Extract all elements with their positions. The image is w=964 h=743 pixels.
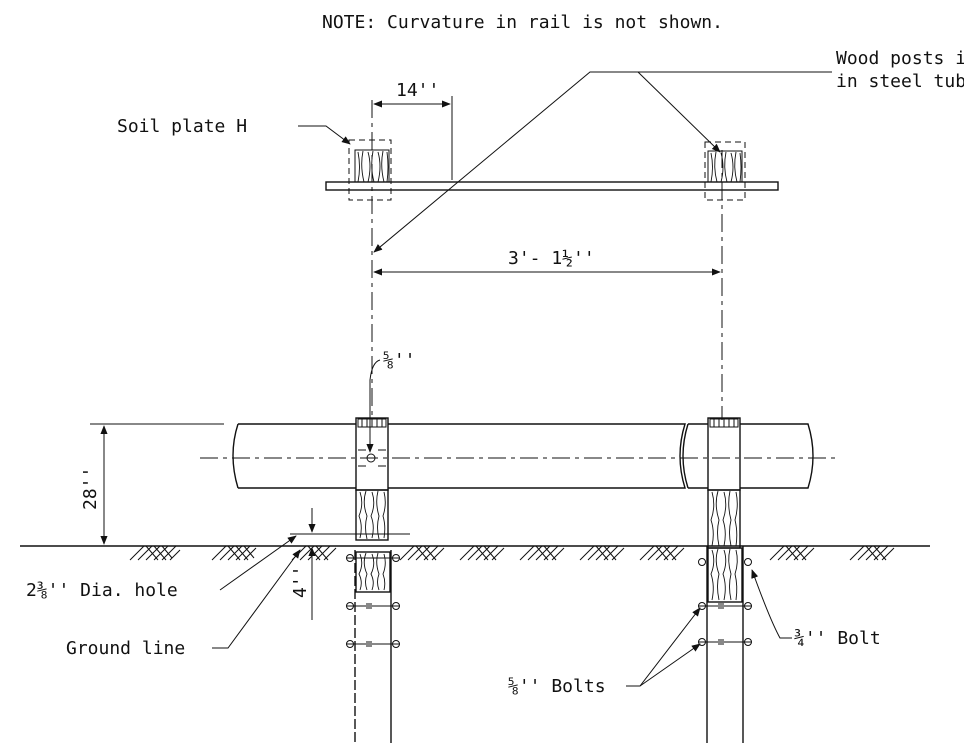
ground-line-label: Ground line xyxy=(66,638,185,659)
ground-hatching xyxy=(129,545,895,561)
note-text: NOTE: Curvature in rail is not shown. xyxy=(322,12,723,33)
rail-height-label: 28'' xyxy=(80,467,101,510)
hole-leader xyxy=(219,535,297,591)
rail-right-segment xyxy=(682,423,814,489)
plate-width-label: 14'' xyxy=(396,80,439,101)
rail-left-segment xyxy=(232,423,356,489)
plan-plate xyxy=(325,181,779,191)
five-eighths-bolts-leader-upper xyxy=(626,607,701,687)
bolt-dia-label: ⅝'' xyxy=(383,350,416,371)
wood-posts-label-line2: in steel tube xyxy=(836,71,964,92)
soil-plate-label: Soil plate H xyxy=(117,116,247,137)
plan-view: 14'' Soil plate H Wood posts inserted in… xyxy=(117,48,964,420)
right-post-elevation xyxy=(698,417,752,743)
depth-label: 4'' xyxy=(290,565,311,598)
left-post-elevation xyxy=(346,417,400,743)
post-spacing-label: 3'- 1½'' xyxy=(508,248,595,269)
rail-middle-segment xyxy=(388,423,686,489)
ground-line-leader xyxy=(212,549,301,649)
bolt-dia-leader xyxy=(366,359,381,453)
elevation-view: ⅝'' xyxy=(20,350,930,743)
plan-left-soil-plate-outline xyxy=(348,139,392,201)
three-quarter-bolt-label: ¾'' Bolt xyxy=(794,628,881,649)
soil-plate-leader xyxy=(298,125,351,145)
hole-label: 2⅜'' Dia. hole xyxy=(26,580,178,601)
wood-posts-leader-left xyxy=(373,71,832,253)
wood-posts-leader-right xyxy=(637,71,721,153)
three-quarter-bolt-leader xyxy=(751,569,792,639)
plan-right-post-outline xyxy=(704,141,746,201)
plan-right-post xyxy=(707,150,743,183)
five-eighths-bolts-leader-lower xyxy=(639,643,701,687)
five-eighths-bolts-label: ⅝'' Bolts xyxy=(508,676,606,697)
wood-posts-label-line1: Wood posts inserted xyxy=(836,48,964,69)
